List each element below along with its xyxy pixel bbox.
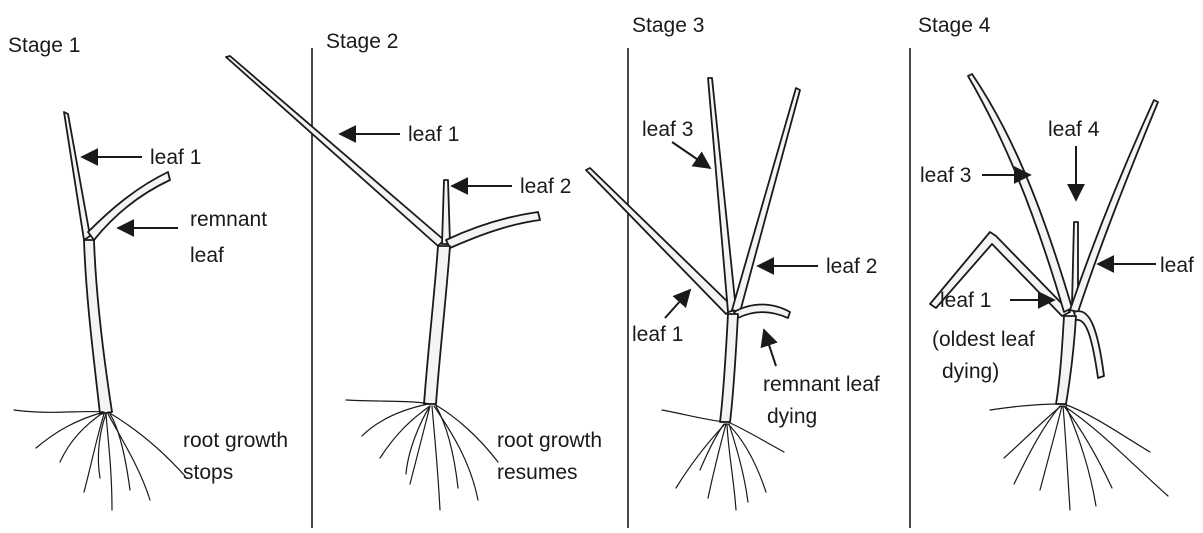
stage-4-roots xyxy=(990,404,1168,510)
stage-3-arrow-leaf-3 xyxy=(672,142,710,168)
stage-1-leaf-1 xyxy=(64,112,90,240)
stage-3-label-dying: dying xyxy=(767,405,817,428)
stage-3: Stage 3 leaf 3 leaf 2 leaf 1 rem xyxy=(586,14,880,510)
stage-2-label-root-growth: root growth xyxy=(497,429,602,452)
stage-4-drooping-leaf xyxy=(1074,311,1104,378)
stage-2-label-resumes: resumes xyxy=(497,461,578,484)
stage-3-arrow-remnant xyxy=(764,330,776,366)
stage-3-leaf-3 xyxy=(708,78,736,312)
stage-1-title: Stage 1 xyxy=(8,34,80,57)
stage-1: Stage 1 leaf 1 remnant leaf root growth … xyxy=(8,34,288,510)
stage-1-remnant-leaf xyxy=(88,172,170,240)
stage-3-leaf-2 xyxy=(732,88,800,312)
stage-2-label-leaf-1: leaf 1 xyxy=(408,123,459,146)
stage-3-stem xyxy=(720,314,738,422)
stage-3-leaf-1 xyxy=(586,168,734,314)
stage-4-label-oldest-leaf: (oldest leaf xyxy=(932,328,1035,351)
stage-4-label-leaf-4: leaf 4 xyxy=(1048,118,1100,141)
stage-4-title: Stage 4 xyxy=(918,14,991,37)
stage-2-remnant-leaf xyxy=(446,212,540,248)
stage-3-title: Stage 3 xyxy=(632,14,704,37)
stage-2-roots xyxy=(346,400,498,510)
stage-4-leaf-3 xyxy=(968,74,1072,312)
stage-1-label-stops: stops xyxy=(183,461,233,484)
stage-1-label-remnant: remnant xyxy=(190,208,267,231)
stage-1-label-leaf-1: leaf 1 xyxy=(150,146,201,169)
stage-3-roots xyxy=(662,410,784,510)
stage-1-label-leaf: leaf xyxy=(190,244,224,267)
stage-2-stem xyxy=(424,246,450,404)
stage-2-leaf-2 xyxy=(442,180,450,244)
stage-4-stem xyxy=(1056,316,1076,404)
stage-3-label-leaf-2: leaf 2 xyxy=(826,255,877,278)
stage-4-label-leaf-1: leaf 1 xyxy=(940,289,991,312)
stage-4-label-leaf: leaf xyxy=(1160,254,1194,277)
stage-1-label-root-growth: root growth xyxy=(183,429,288,452)
stage-3-arrow-leaf-1 xyxy=(665,290,690,318)
stage-2-label-leaf-2: leaf 2 xyxy=(520,175,571,198)
stage-3-label-remnant-leaf: remnant leaf xyxy=(763,373,880,396)
stage-4-label-leaf-3: leaf 3 xyxy=(920,164,971,187)
stage-4-label-dying: dying) xyxy=(942,360,999,383)
stage-3-label-leaf-3: leaf 3 xyxy=(642,118,693,141)
stage-2-title: Stage 2 xyxy=(326,30,398,53)
stage-3-label-leaf-1: leaf 1 xyxy=(632,323,683,346)
stage-1-stem xyxy=(84,240,112,414)
stage-1-roots xyxy=(14,410,185,510)
stage-4: Stage 4 leaf 4 leaf 3 xyxy=(918,14,1194,510)
